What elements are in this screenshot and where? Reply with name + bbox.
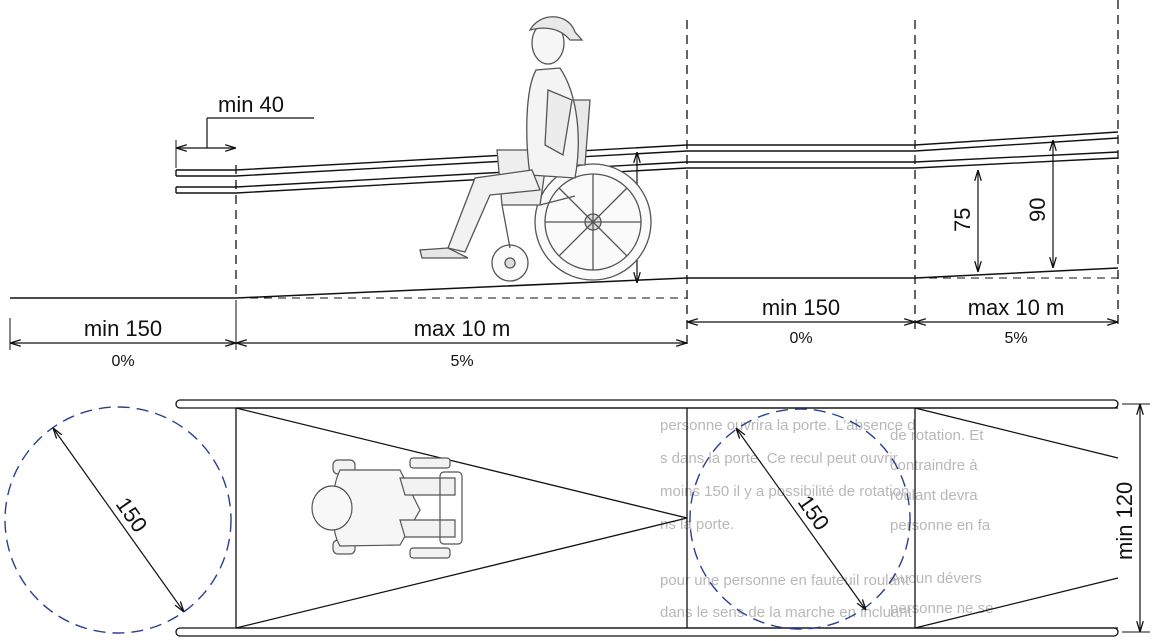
width-dimension: min 120 bbox=[1112, 403, 1150, 633]
svg-text:ns la porte.: ns la porte. bbox=[660, 516, 734, 533]
svg-text:contraindre à: contraindre à bbox=[890, 457, 978, 474]
wheelchair-user-side-icon bbox=[419, 16, 652, 282]
lower-handrail bbox=[175, 151, 1119, 194]
segment-length-label: max 10 m bbox=[968, 295, 1065, 320]
svg-text:de rotation. Et: de rotation. Et bbox=[890, 427, 984, 444]
segment-length-label: min 150 bbox=[84, 316, 162, 341]
svg-text:pour une personne en fauteuil: pour une personne en fauteuil roulant bbox=[660, 572, 910, 589]
upper-handrail-height-label: 90 bbox=[1025, 198, 1050, 222]
lower-handrail-height-label: 75 bbox=[950, 208, 975, 232]
handrail-extension-dimension: min 40 bbox=[175, 92, 314, 168]
svg-text:personne en fa: personne en fa bbox=[890, 517, 991, 534]
segment-length-label: min 150 bbox=[762, 295, 840, 320]
upper-handrail bbox=[175, 131, 1119, 177]
ramp-plan-outline bbox=[235, 407, 1119, 629]
turning-circle-label: 150 bbox=[111, 493, 153, 537]
plan-view: personne ouvrira la porte. L'absence d s… bbox=[4, 399, 1150, 637]
segment-slope-label: 5% bbox=[1004, 330, 1027, 347]
width-label: min 120 bbox=[1112, 482, 1137, 560]
elevation-view: min 40 75 90 min 150 0% max 10 m 5% min … bbox=[9, 0, 1119, 370]
segment-slope-label: 5% bbox=[450, 353, 473, 370]
segment-slope-label: 0% bbox=[111, 353, 134, 370]
turning-circle: 150 bbox=[4, 406, 232, 634]
segment-length-label: max 10 m bbox=[414, 316, 511, 341]
svg-text:dans le sens de la marche en i: dans le sens de la marche en incluant bbox=[660, 604, 913, 621]
svg-text:moins 150 il y a possibilité d: moins 150 il y a possibilité de rotation bbox=[660, 483, 909, 500]
wheelchair-user-top-icon bbox=[311, 457, 463, 559]
handrail-extension-label: min 40 bbox=[218, 92, 284, 117]
ramp-floor-line bbox=[10, 267, 1119, 299]
svg-text:roulant devra: roulant devra bbox=[890, 487, 978, 504]
slope-direction-triangle bbox=[235, 407, 688, 629]
slope-direction-triangle bbox=[914, 577, 1119, 629]
svg-text:personne ouvrira la porte. L'a: personne ouvrira la porte. L'absence d bbox=[660, 417, 916, 434]
svg-text:personne ne se: personne ne se bbox=[890, 600, 993, 617]
segment-slope-label: 0% bbox=[789, 330, 812, 347]
svg-text:s dans la porte. Ce recul peut: s dans la porte. Ce recul peut ouvrir bbox=[660, 450, 898, 467]
slope-direction-triangle bbox=[914, 407, 1119, 459]
svg-text:Aucun dévers: Aucun dévers bbox=[890, 570, 982, 587]
segment-dimensions: min 150 0% max 10 m 5% min 150 0% max 10… bbox=[9, 295, 1118, 370]
